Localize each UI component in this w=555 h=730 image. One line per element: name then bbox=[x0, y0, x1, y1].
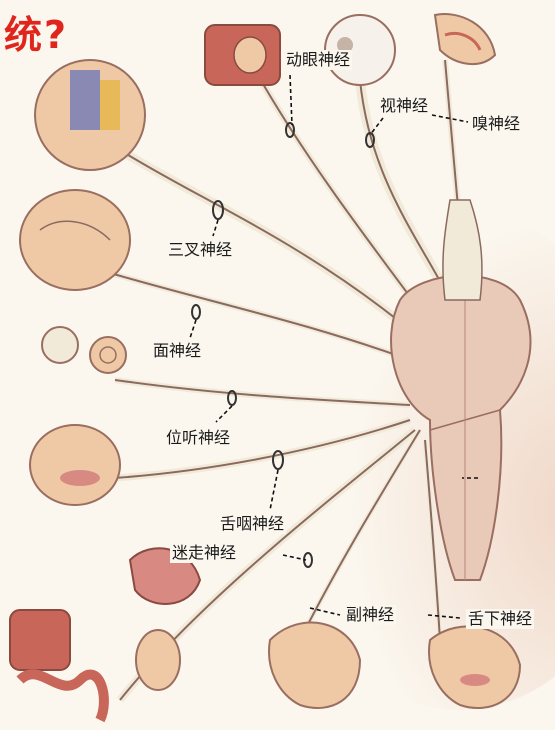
label-oculomotor-nerve: 动眼神经 bbox=[284, 50, 352, 70]
page-title: 统? bbox=[4, 4, 68, 59]
label-vagus-nerve: 迷走神经 bbox=[170, 543, 238, 563]
eye-muscles bbox=[205, 25, 280, 85]
label-olfactory-nerve: 嗅神经 bbox=[470, 114, 522, 134]
label-vestibulocochlear-nerve: 位听神经 bbox=[164, 428, 232, 448]
head-tongue bbox=[30, 425, 120, 505]
label-facial-nerve: 面神经 bbox=[151, 341, 203, 361]
label-hypoglossal-nerve: 舌下神经 bbox=[466, 609, 534, 629]
label-optic-nerve: 视神经 bbox=[378, 96, 430, 116]
label-trigeminal-nerve: 三叉神经 bbox=[166, 240, 234, 260]
label-glossopharyngeal-nerve: 舌咽神经 bbox=[218, 514, 286, 534]
label-accessory-nerve: 副神经 bbox=[344, 605, 396, 625]
head-facial bbox=[20, 190, 130, 290]
head-trigeminal bbox=[35, 60, 145, 170]
